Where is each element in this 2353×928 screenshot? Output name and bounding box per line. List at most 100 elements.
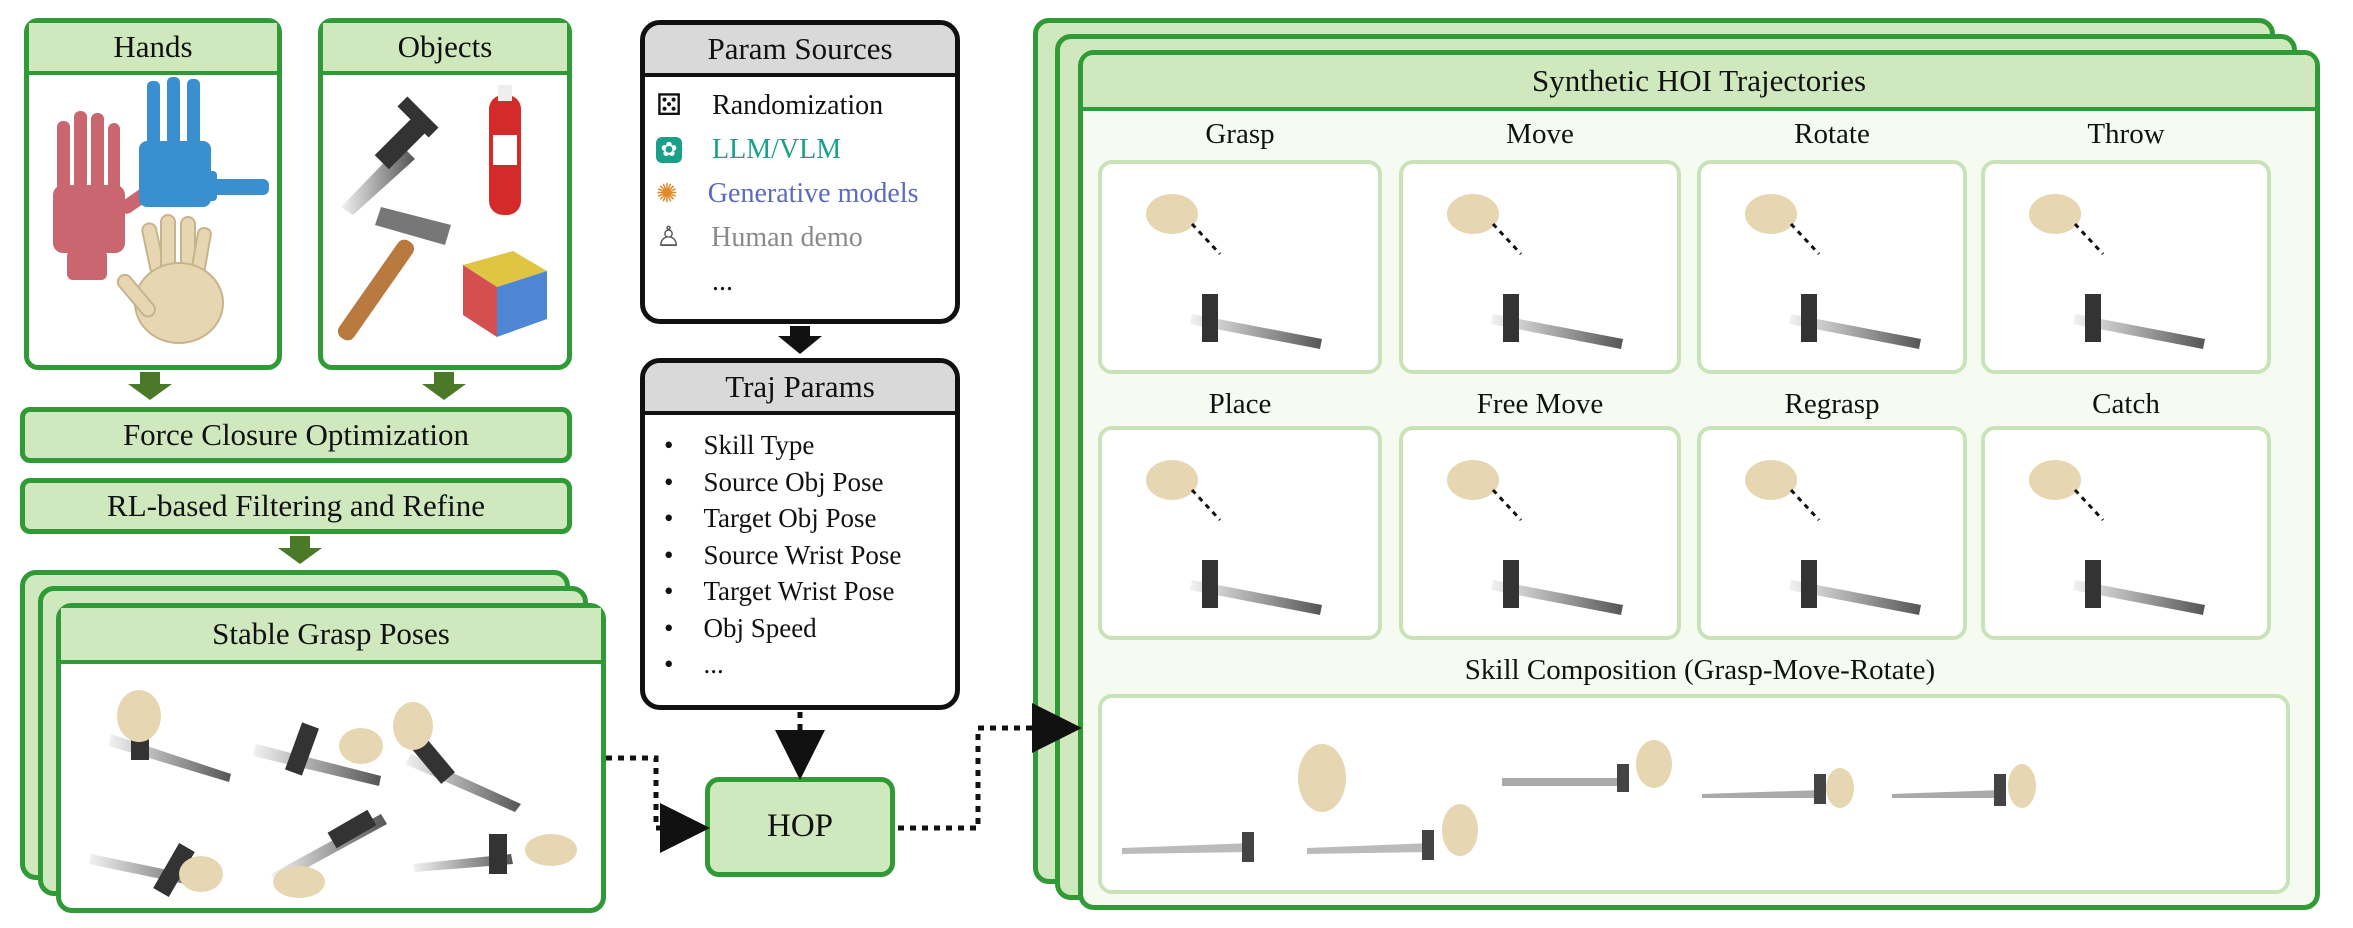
force-closure-optimization-box: Force Closure Optimization [20, 407, 572, 463]
stable-grasp-panel: Stable Grasp Poses [56, 603, 606, 913]
traj-param-label: Source Obj Pose [703, 466, 884, 497]
skill-cell [1697, 426, 1967, 640]
skill-illustration [1745, 194, 1921, 349]
skill-cell [1981, 160, 2271, 374]
composition-dagger-icon [1502, 740, 1672, 792]
grasp-pose-dagger-icon [109, 690, 231, 782]
skill-cell [1399, 426, 1681, 640]
hop-box: HOP [705, 777, 895, 877]
generative-icon: ✺ [656, 179, 678, 208]
hands-title: Hands [29, 23, 277, 75]
skill-dagger-icon [1491, 294, 1623, 349]
composition-cell [1098, 694, 2290, 894]
down-arrow-icon [128, 372, 172, 400]
human-hand-icon [116, 214, 224, 344]
objects-title: Objects [323, 23, 567, 75]
traj-param-label: Target Obj Pose [703, 503, 877, 533]
grasp-pose-dagger-icon [413, 834, 577, 874]
skill-illustration [1447, 194, 1623, 349]
skill-label: Throw [2087, 118, 2165, 150]
source-label: Generative models [707, 178, 919, 209]
skill-hand-icon [1146, 460, 1198, 500]
skill-hand-icon [1146, 194, 1198, 234]
source-label: LLM/VLM [712, 134, 842, 165]
bullet-icon: • [664, 503, 674, 533]
skill-hand-icon [1745, 460, 1797, 500]
grasp-pose-dagger-icon [393, 702, 521, 812]
bullet-icon: • [664, 539, 674, 570]
dice-icon: ⚄ [656, 89, 683, 122]
skill-hand-icon [2029, 194, 2081, 234]
traj-param-item: • Obj Speed [664, 613, 817, 644]
skill-illustration [1146, 460, 1322, 615]
source-label: Human demo [711, 222, 863, 253]
traj-param-item: •... [664, 649, 724, 680]
skill-cell [1098, 160, 1382, 374]
skill-dagger-icon [1491, 560, 1623, 615]
skill-illustration [1447, 460, 1623, 615]
skill-hand-icon [2029, 460, 2081, 500]
skill-illustration [1745, 460, 1921, 615]
traj-param-label: Target Wrist Pose [703, 576, 895, 606]
skill-dagger-icon [2073, 560, 2205, 615]
rl-filtering-box: RL-based Filtering and Refine [20, 478, 572, 534]
skill-illustration [2029, 460, 2205, 615]
grasp-pose-dagger-icon [89, 842, 223, 898]
grasp-pose-dagger-icon [271, 809, 387, 898]
down-arrow-icon [778, 326, 822, 354]
source-generative: ✺ Generative models [656, 178, 919, 210]
skill-dagger-icon [1190, 560, 1322, 615]
skill-label: Free Move [1476, 388, 1604, 420]
skill-cell [1981, 426, 2271, 640]
skill-dagger-icon [1789, 560, 1921, 615]
skill-hand-icon [1447, 194, 1499, 234]
skill-hand-icon [1745, 194, 1797, 234]
grasp-poses-illustration [89, 690, 577, 898]
traj-param-label: Obj Speed [703, 612, 817, 643]
traj-param-item: • Target Obj Pose [664, 503, 877, 534]
skill-label: Grasp [1205, 118, 1275, 150]
human-icon: ♙ [656, 222, 682, 253]
hammer-icon [337, 207, 451, 341]
bullet-icon: • [664, 649, 674, 679]
objects-panel: Objects [318, 18, 572, 370]
param-sources-title: Param Sources [645, 25, 955, 77]
source-human-demo: ♙ Human demo [656, 222, 863, 254]
traj-param-item: • Target Wrist Pose [664, 576, 894, 607]
param-sources-panel: Param Sources [640, 20, 960, 324]
blue-robot-hand-icon [139, 77, 269, 207]
skill-label: Move [1506, 118, 1574, 150]
traj-param-item: •Source Obj Pose [664, 467, 883, 498]
hoi-title: Synthetic HOI Trajectories [1083, 55, 2315, 111]
down-arrow-icon [278, 536, 322, 564]
source-llm-vlm: ✿ LLM/VLM [656, 134, 841, 166]
skill-label: Catch [2092, 388, 2160, 420]
composition-illustration [1122, 740, 2036, 862]
traj-param-label: Source Wrist Pose [703, 539, 902, 570]
source-label: Randomization [712, 90, 884, 121]
source-randomization: ⚄ Randomization [656, 90, 883, 122]
traj-param-item: • Source Wrist Pose [664, 540, 901, 571]
dotted-arrow-to-hop [606, 755, 710, 853]
skill-hand-icon [1447, 460, 1499, 500]
down-arrow-icon [422, 372, 466, 400]
traj-params-title: Traj Params [645, 363, 955, 415]
objects-illustration [337, 85, 547, 341]
skill-dagger-icon [2073, 294, 2205, 349]
bullet-icon: • [664, 612, 674, 643]
hands-illustration [53, 77, 269, 344]
composition-dagger-icon [1702, 768, 1854, 808]
source-more: ... [712, 266, 733, 298]
skill-illustration [2029, 194, 2205, 349]
rubiks-cube-icon [463, 251, 547, 337]
skill-dagger-icon [1789, 294, 1921, 349]
dagger-icon [341, 96, 439, 215]
bullet-icon: • [664, 576, 674, 606]
bullet-icon: • [664, 430, 674, 460]
llm-icon: ✿ [656, 137, 682, 163]
traj-params-panel: Traj Params [640, 358, 960, 710]
composition-dagger-icon [1122, 832, 1254, 862]
traj-param-label: Skill Type [703, 430, 815, 460]
stable-grasp-title: Stable Grasp Poses [61, 608, 601, 664]
skill-label: Regrasp [1784, 388, 1880, 420]
